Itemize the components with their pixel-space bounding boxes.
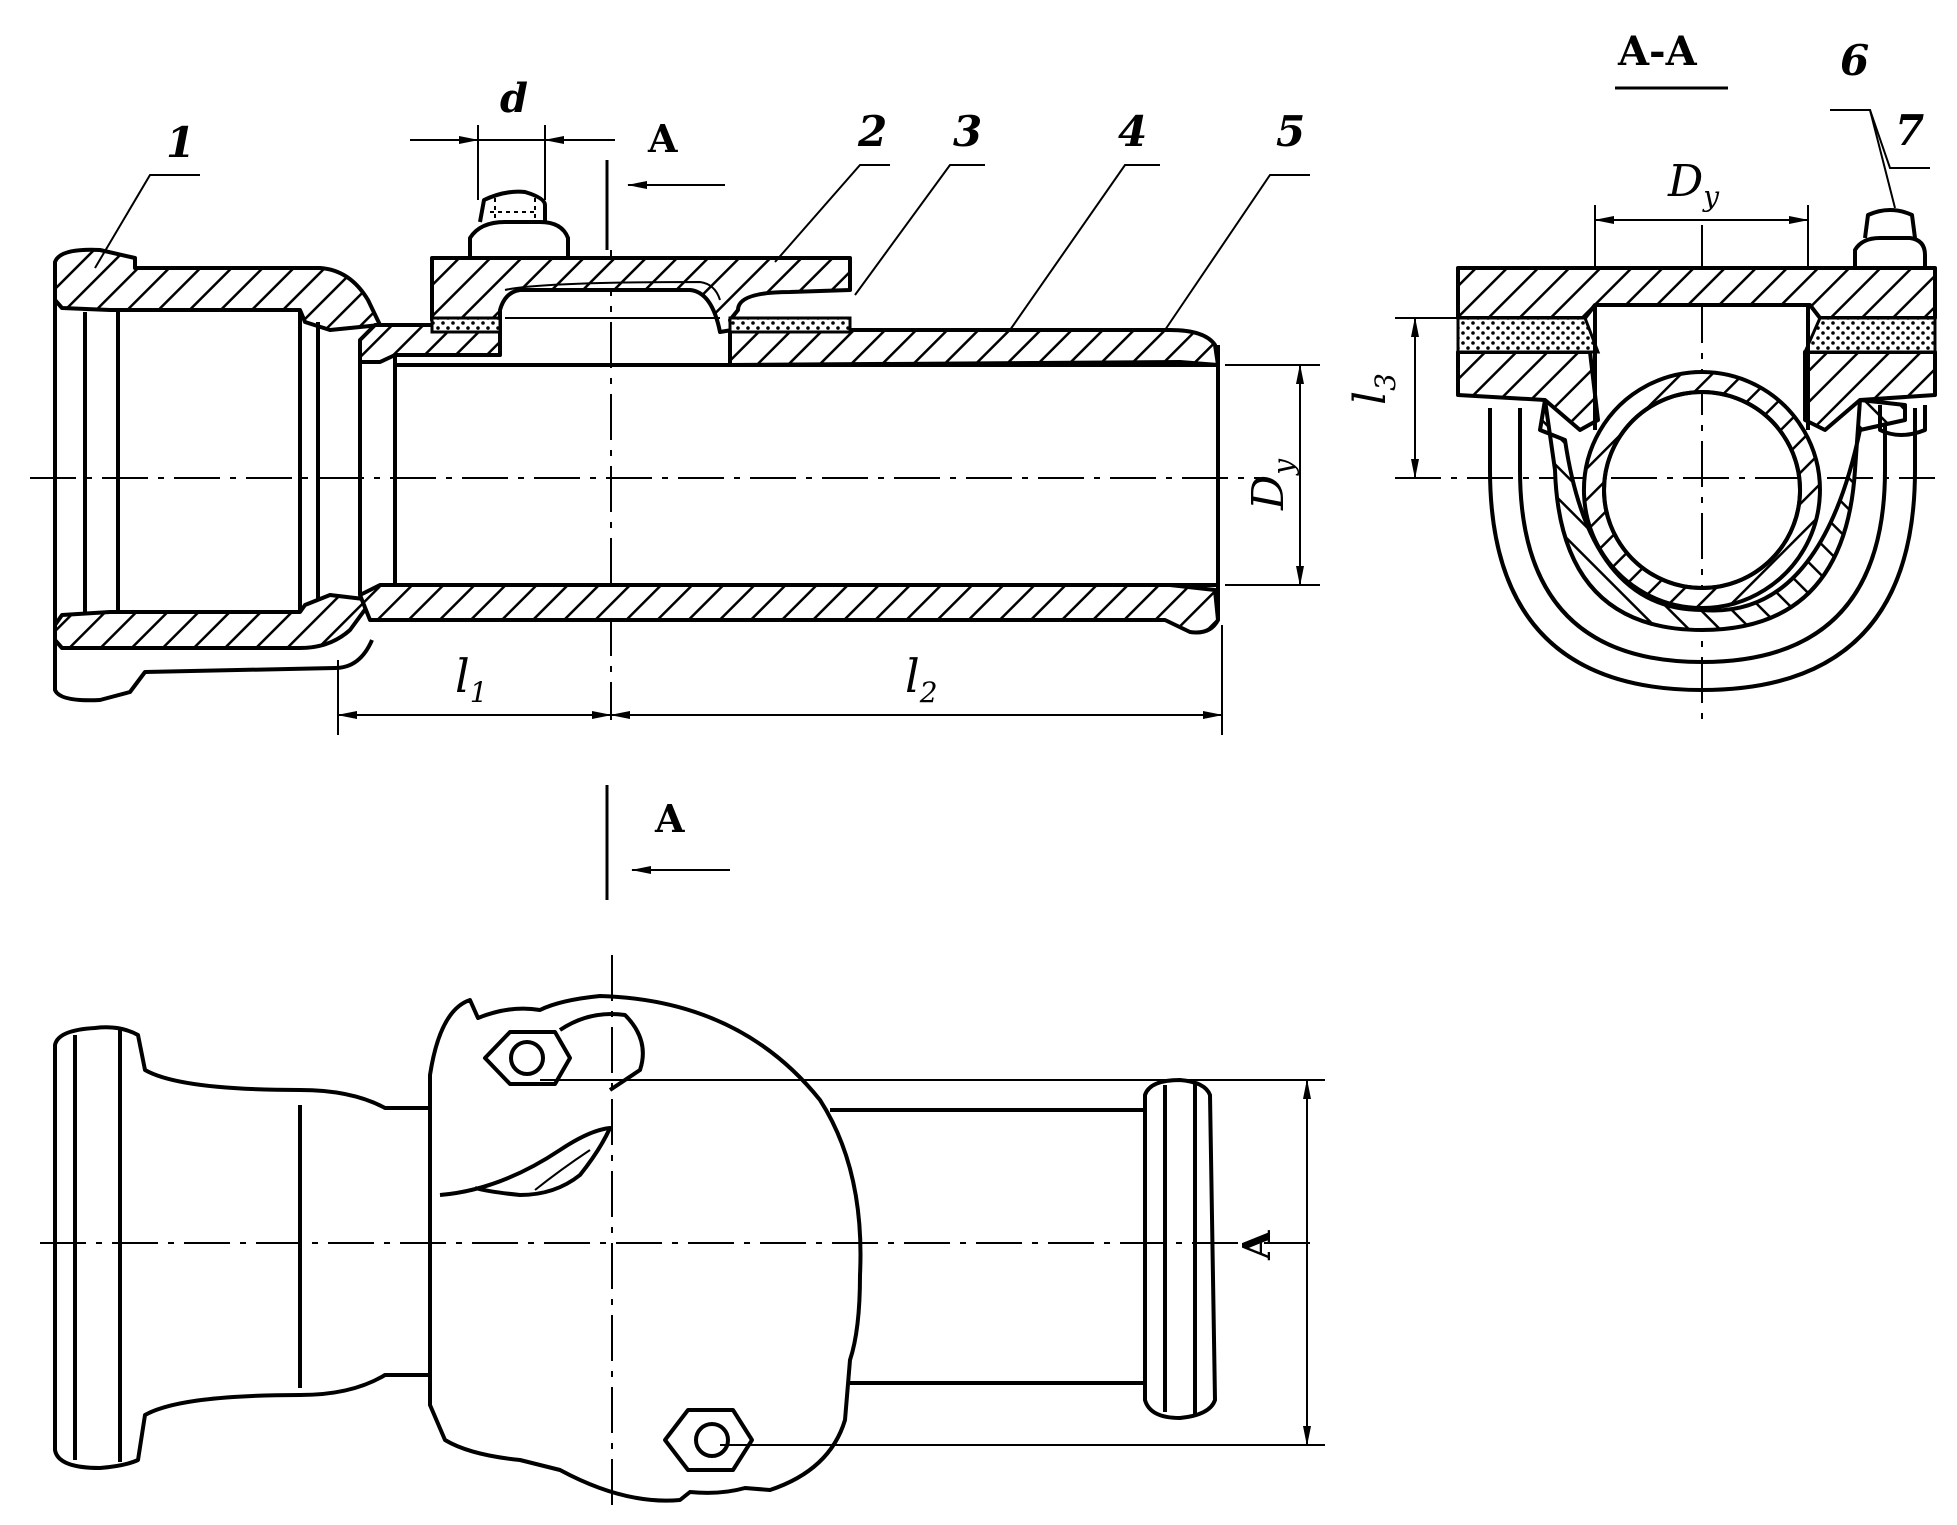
section-title: A-A (1617, 28, 1698, 75)
plan-view: A A (40, 785, 1325, 1515)
saddle-clamp (430, 256, 852, 334)
plan-saddle-body (428, 994, 863, 1503)
bolt-nut-icon (468, 189, 570, 258)
callout-7: 7 (1869, 106, 1930, 169)
callout-3: 3 (854, 107, 985, 296)
plan-nut-bottom-icon (663, 1408, 754, 1472)
pipe-lower-wall (358, 583, 1220, 635)
svg-text:4: 4 (1118, 107, 1147, 156)
socket-lower-wall (53, 593, 374, 650)
dim-d-label: d (500, 75, 528, 122)
callout-6: 6 (1830, 36, 1896, 209)
svg-text:7: 7 (1895, 106, 1924, 155)
socket-mouth (53, 262, 374, 703)
pipe-upper-wall-right (728, 328, 1220, 367)
socket-upper-wall (53, 247, 382, 332)
dim-a-label: A (1234, 1230, 1279, 1261)
svg-text:6: 6 (1840, 36, 1869, 85)
plan-socket (53, 1025, 432, 1470)
dim-l2-label: l2 (905, 649, 938, 709)
plan-nut-top-icon (439, 1012, 645, 1197)
svg-text:2: 2 (857, 107, 887, 156)
callout-1: 1 (94, 118, 200, 269)
cross-section-a-a: A-A Dy l (1345, 28, 1937, 720)
svg-text:3: 3 (953, 107, 982, 156)
svg-text:5: 5 (1276, 107, 1305, 156)
rubber-gasket (430, 316, 502, 334)
saddle-section (1456, 266, 1937, 320)
section-mark-a-mid: A (654, 796, 685, 841)
svg-text:1: 1 (166, 118, 195, 167)
plan-outlet-pipe (830, 1108, 1147, 1385)
gasket-section (1456, 316, 1601, 354)
callout-2: 2 (774, 107, 890, 263)
callout-5: 5 (1164, 107, 1310, 331)
longitudinal-section-view: d l1 l2 Dy A 1 2 3 4 (30, 75, 1320, 735)
dim-dy-section-label: Dy (1667, 156, 1720, 213)
section-mark-a-top: A (647, 116, 678, 161)
dim-l1-label: l1 (455, 649, 488, 709)
dim-l3-label: l3 (1345, 373, 1402, 405)
dim-dy-label: Dy (1243, 458, 1300, 511)
nut-icon (1853, 208, 1927, 437)
callout-4: 4 (1009, 107, 1160, 331)
u-bolt-strap (1488, 408, 1917, 692)
